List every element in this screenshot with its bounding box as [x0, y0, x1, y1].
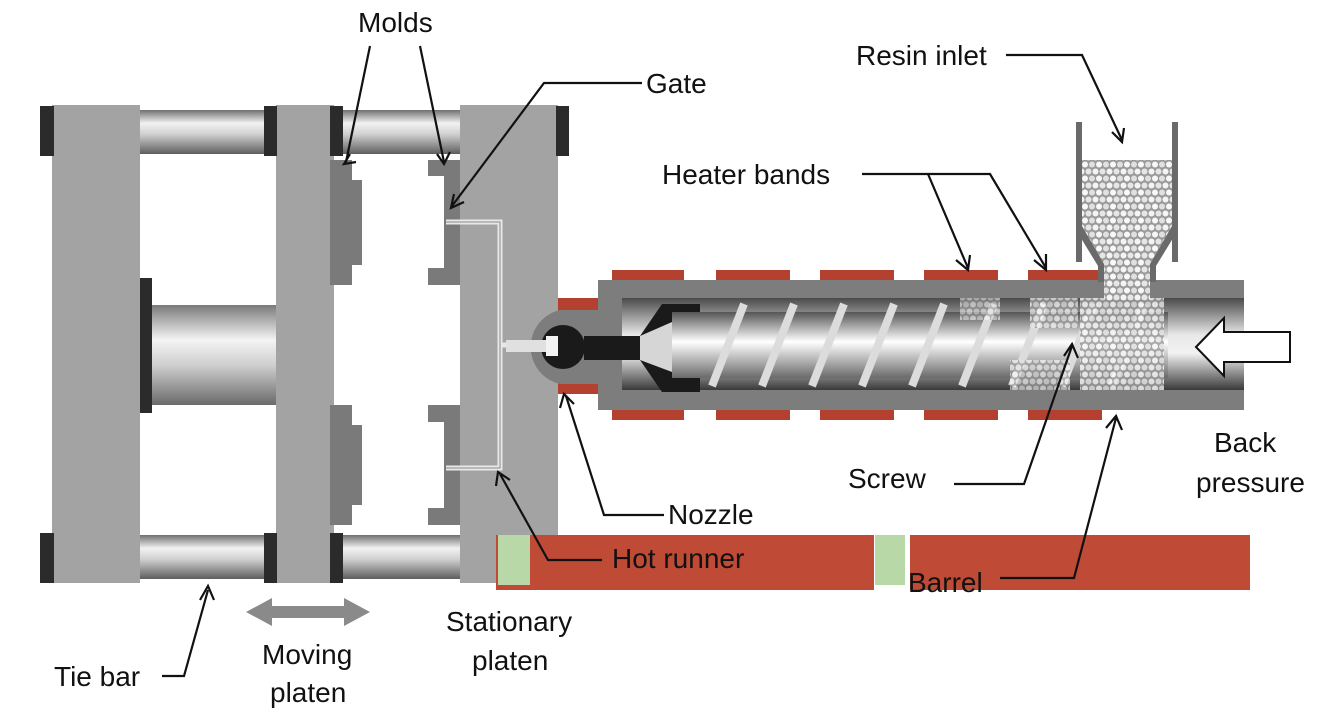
leader-lines	[162, 45, 1126, 678]
tie-bars	[130, 110, 466, 579]
label-moving-platen-1: Moving	[262, 639, 352, 670]
label-moving-platen-2: platen	[270, 677, 346, 708]
base-green-block-left	[498, 535, 530, 585]
label-nozzle: Nozzle	[668, 499, 754, 530]
clamp-cylinder-flange	[140, 278, 152, 413]
moving-mold	[330, 160, 362, 525]
nozzle	[506, 310, 600, 384]
labels: Molds Gate Resin inlet Heater bands Back…	[54, 7, 1305, 708]
moving-platen	[276, 105, 334, 583]
rear-platen	[52, 105, 140, 583]
label-stationary-platen-1: Stationary	[446, 606, 572, 637]
moving-platen-bolt-2	[330, 106, 343, 156]
clamp-cylinder	[150, 305, 278, 405]
machine-base	[496, 535, 1250, 590]
stationary-platen-bolt-top	[556, 106, 569, 156]
stationary-mold	[428, 160, 462, 525]
rear-platen-bolt-bottom	[40, 533, 54, 583]
moving-platen-bolt-3	[264, 533, 277, 583]
tie-bar-bottom-right	[336, 535, 466, 579]
resin-pellets-barrel	[960, 298, 1164, 390]
tie-bar-bottom-left	[130, 535, 278, 579]
rear-platen-bolt-top	[40, 106, 54, 156]
label-heater-bands: Heater bands	[662, 159, 830, 190]
moving-platen-arrow	[246, 598, 370, 626]
moving-platen-bolt-4	[330, 533, 343, 583]
label-back-pressure-1: Back	[1214, 427, 1277, 458]
hopper	[1076, 122, 1178, 300]
label-back-pressure-2: pressure	[1196, 467, 1305, 498]
tie-bar-top-right	[336, 110, 466, 154]
label-gate: Gate	[646, 68, 707, 99]
back-pressure-arrow	[1194, 315, 1291, 379]
label-screw: Screw	[848, 463, 927, 494]
label-stationary-platen-2: platen	[472, 645, 548, 676]
label-hot-runner: Hot runner	[612, 543, 744, 574]
base-green-block-mid	[875, 535, 905, 585]
label-molds: Molds	[358, 7, 433, 38]
moving-platen-bolt-1	[264, 106, 277, 156]
label-resin-inlet: Resin inlet	[856, 40, 987, 71]
label-barrel: Barrel	[908, 567, 983, 598]
tie-bar-top-left	[130, 110, 278, 154]
label-tie-bar: Tie bar	[54, 661, 140, 692]
